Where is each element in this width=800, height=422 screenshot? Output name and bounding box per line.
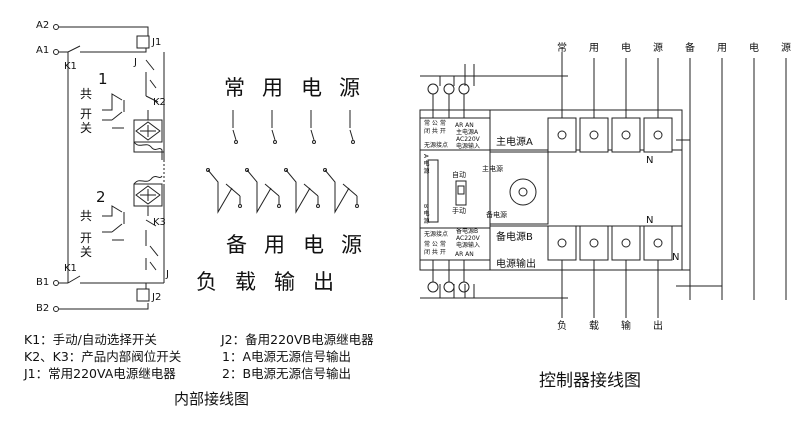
legend-j1: J1：常用220VA电源继电器 — [24, 366, 176, 381]
controller-top-label-3: 电 — [621, 43, 631, 54]
terminal-b1: B1 — [36, 277, 50, 288]
top-block-col1: 常 公 常 — [424, 120, 446, 127]
controller-top-label-8: 源 — [781, 43, 791, 54]
controller-top-label-6: 用 — [717, 43, 727, 54]
legend-k2-k3: K2、K3：产品内部阀位开关 — [24, 349, 182, 364]
top-block-ar-an: AR AN — [455, 122, 474, 129]
standby-power-char-3: 电 — [303, 233, 325, 257]
controller-bottom-label-3: 输 — [621, 321, 631, 332]
common-2-label: 共 — [80, 209, 93, 223]
normal-power-char-3: 电 — [301, 76, 323, 100]
b-power-side-label: B 电 源 — [422, 204, 429, 224]
controller-top-label-5: 备 — [685, 43, 695, 54]
internal-wiring-title: 内部接线图 — [174, 390, 250, 408]
top-block-info2: AC220V — [456, 136, 480, 143]
bottom-block-info1: 备电源B — [456, 228, 479, 235]
standby-power-b-label: 备电源B — [496, 232, 533, 243]
terminal-a2: A2 — [36, 20, 50, 31]
normal-power-char-4: 源 — [339, 76, 361, 100]
legend-signal-a: 1：A电源无源信号输出 — [222, 349, 352, 364]
controller-wiring — [419, 52, 787, 318]
controller-wiring-title: 控制器接线图 — [539, 371, 641, 391]
close-1-label: 关 — [80, 121, 93, 135]
k1-bottom-label: K1 — [64, 263, 77, 274]
load-output-char-2: 载 — [235, 270, 257, 294]
standby-power-char-4: 源 — [341, 233, 363, 257]
top-block-info1: 主电源A — [456, 129, 479, 136]
j2-label: J2 — [152, 292, 162, 303]
middle-contacts — [206, 110, 359, 214]
bottom-block-col2: 闭 共 开 — [424, 249, 446, 256]
controller-top-label-1: 常 — [557, 43, 567, 54]
terminal-b2: B2 — [36, 303, 50, 314]
normal-power-char-1: 常 — [224, 76, 246, 100]
top-block-col2: 闭 共 开 — [424, 128, 446, 135]
n-bottom-label: N — [672, 252, 680, 263]
n-top-label: N — [646, 155, 654, 166]
close-2-label: 关 — [80, 245, 93, 259]
top-block-info3: 电源输入 — [456, 143, 481, 150]
legend-k1: K1：手动/自动选择开关 — [24, 332, 157, 347]
auto-label: 自动 — [452, 171, 466, 179]
main-power-a-label: 主电源A — [496, 137, 533, 148]
standby-power-knob-label: 备电源 — [486, 211, 507, 219]
signal-1-number: 1 — [98, 70, 108, 88]
controller-bottom-label-1: 负 — [557, 321, 567, 332]
standby-power-char-1: 备 — [226, 233, 248, 257]
bottom-block-col1: 常 公 常 — [424, 241, 446, 248]
controller-bottom-label-2: 载 — [589, 321, 599, 332]
k3-label: K3 — [153, 217, 166, 228]
k2-label: K2 — [153, 97, 166, 108]
controller-top-label-4: 源 — [653, 43, 663, 54]
bottom-block-info2: AC220V — [456, 235, 480, 242]
terminal-a1: A1 — [36, 45, 50, 56]
a-power-side-label: A 电 源 — [422, 154, 429, 174]
k1-top-label: K1 — [64, 61, 77, 72]
controller-top-label-7: 电 — [749, 43, 759, 54]
controller-top-label-2: 用 — [589, 43, 599, 54]
n-mid-label: N — [646, 215, 654, 226]
controller-bottom-label-4: 出 — [653, 321, 663, 332]
common-1-label: 共 — [80, 87, 93, 101]
j-top-label: J — [134, 57, 137, 68]
load-output-char-3: 输 — [274, 270, 296, 294]
bottom-block-info3: 电源输入 — [456, 242, 481, 249]
normal-power-char-2: 用 — [262, 76, 284, 100]
signal-2-number: 2 — [96, 188, 106, 206]
legend-j2: J2：备用220VB电源继电器 — [221, 332, 374, 347]
open-2-label: 开 — [80, 231, 93, 245]
open-1-label: 开 — [80, 107, 93, 121]
load-output-char-1: 负 — [196, 270, 218, 294]
manual-label: 手动 — [452, 207, 466, 215]
j-bottom-label: J — [166, 269, 169, 280]
legend-signal-b: 2：B电源无源信号输出 — [222, 366, 352, 381]
standby-power-char-2: 用 — [264, 233, 286, 257]
bottom-block-passive: 无源接点 — [424, 231, 449, 238]
main-power-knob-label: 主电源 — [482, 165, 503, 173]
load-output-char-4: 出 — [313, 270, 335, 294]
j1-label: J1 — [152, 37, 162, 48]
bottom-block-ar-an: AR AN — [455, 251, 474, 258]
top-block-passive: 无源接点 — [424, 142, 449, 149]
internal-wiring — [53, 24, 165, 312]
power-output-label: 电源输出 — [496, 259, 536, 270]
